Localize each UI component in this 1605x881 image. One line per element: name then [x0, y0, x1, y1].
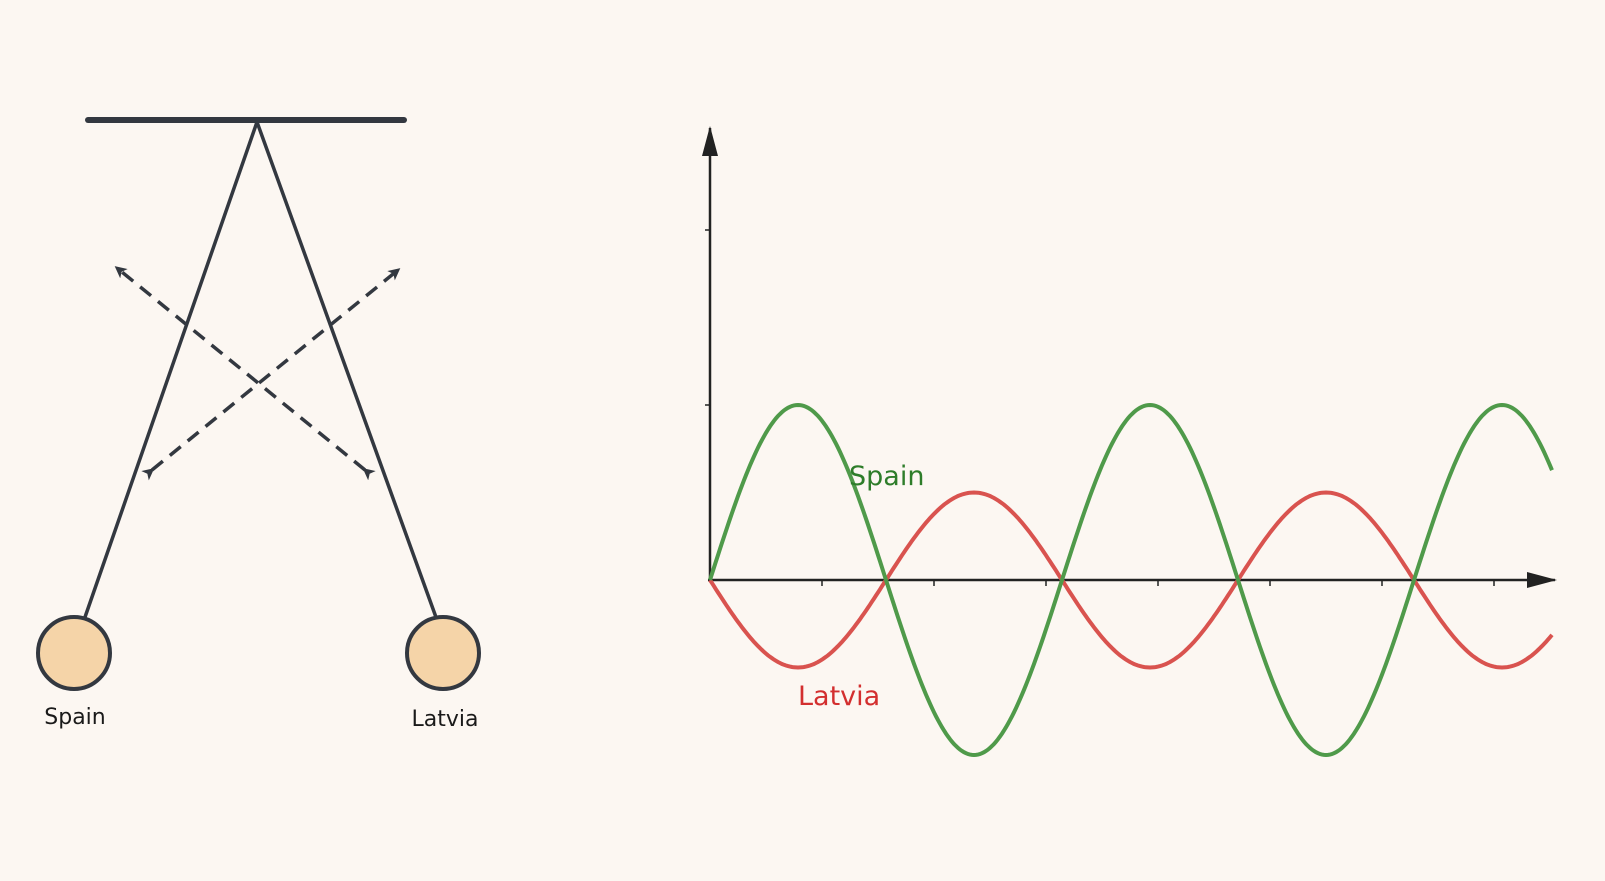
- x-axis-ticks: [821, 580, 1495, 586]
- axes: [702, 126, 1557, 588]
- energy-transfer-arrow-1: [114, 266, 376, 481]
- series-line-spain: [708, 402, 1554, 758]
- pendulum-string-spain: [82, 121, 259, 621]
- energy-transfer-arrow-2: [141, 268, 401, 481]
- bob-label-latvia: Latvia: [412, 707, 479, 732]
- series-label-latvia: Latvia: [798, 681, 880, 712]
- pendulum-bob-latvia: [405, 615, 481, 691]
- oscillation-chart: Spain Latvia: [702, 126, 1557, 758]
- series-label-spain: Spain: [849, 461, 924, 492]
- pendulum-diagram: Spain Latvia: [36, 117, 481, 732]
- pendulum-bob-spain: [36, 615, 112, 691]
- y-axis-ticks: [705, 229, 710, 406]
- series-line-latvia: [708, 490, 1554, 670]
- bob-label-spain: Spain: [44, 705, 105, 730]
- pendulum-string-latvia: [255, 121, 439, 621]
